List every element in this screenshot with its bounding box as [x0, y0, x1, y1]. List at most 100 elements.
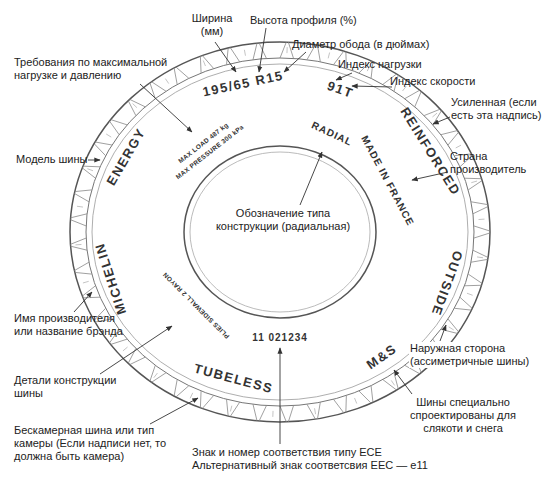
tread-groove [471, 259, 488, 262]
tread-groove [110, 121, 120, 135]
tread-sipe [355, 398, 357, 404]
tread-sipe [77, 206, 83, 208]
leader-lines [74, 28, 450, 444]
tread-groove [473, 206, 488, 213]
tread-groove [468, 181, 482, 190]
rim-edge [184, 146, 376, 318]
tread-groove [83, 166, 100, 168]
tread-groove [202, 55, 213, 68]
leader-line [352, 86, 392, 87]
tread-groove [448, 319, 459, 332]
tread-groove [474, 233, 490, 238]
tread-groove [253, 43, 257, 60]
tread-groove [227, 399, 229, 416]
callout-label: Бескамерная шина или тип камеры (Если на… [14, 424, 190, 463]
callout-label: Обозначение типа конструкции (радиальная… [208, 207, 358, 233]
tread-groove [176, 67, 189, 78]
leader-line [140, 84, 192, 132]
callout-label: Диаметр обода (в дюймах) [292, 38, 429, 51]
leader-line [150, 398, 198, 424]
tread-sipe [123, 347, 128, 351]
leader-line [259, 28, 266, 72]
tread-groove [111, 339, 127, 344]
tread-groove [474, 226, 490, 231]
tread-groove [460, 297, 472, 308]
tread-groove [471, 202, 488, 205]
callout-label: Усиленная (если есть эта надпись) [451, 96, 547, 122]
tread-groove [359, 391, 371, 403]
tread-sipe [479, 219, 485, 220]
callout-label: Высота профиля (%) [250, 14, 357, 27]
tread-sipe [165, 79, 168, 84]
callout-label: Знак и номер соответствия типу ECE Альте… [192, 446, 450, 472]
tread-groove [82, 286, 95, 296]
tread-groove [345, 396, 346, 413]
tread-groove [152, 82, 166, 92]
tread-groove [473, 250, 488, 257]
tread-groove [95, 142, 112, 145]
tread-groove [111, 120, 127, 125]
leader-line [433, 117, 450, 124]
tread-sipe [190, 393, 193, 398]
callout-label: Страна производитель [450, 150, 546, 176]
tread-sipe [391, 380, 394, 385]
tread-groove [74, 262, 89, 270]
tread-groove [94, 144, 106, 156]
tread-groove [150, 365, 155, 381]
tread-sipe [477, 256, 483, 258]
tread-groove [152, 373, 166, 383]
tread-groove [424, 109, 440, 115]
tread-sipe [432, 113, 437, 117]
leader-line [74, 292, 92, 312]
callout-label: Наружная сторона (ассиметричные шины) [409, 342, 547, 368]
tread-sipe [328, 52, 329, 58]
leader-line [336, 73, 352, 80]
tread-groove [280, 406, 286, 422]
callout-label: Шины специально спроектированы для сляко… [404, 396, 522, 435]
tread-groove [202, 396, 213, 409]
leader-line [440, 325, 446, 341]
leader-line [280, 348, 281, 444]
tread-sipe [272, 411, 273, 417]
tread-groove [74, 193, 89, 201]
tread-groove [259, 406, 266, 421]
tread-groove [230, 402, 239, 416]
tread-groove [383, 380, 397, 390]
leader-line [215, 42, 236, 72]
callout-label: Детали конструкции шины [14, 374, 118, 400]
tread-groove [174, 380, 177, 397]
tread-sipe [315, 408, 316, 414]
tread-groove [454, 308, 471, 310]
tread-sipe [467, 293, 473, 295]
tread-groove [317, 402, 320, 419]
tread-groove [405, 90, 420, 99]
tread-sipe [75, 244, 81, 245]
tread-groove [465, 178, 482, 180]
tread-groove [333, 399, 343, 413]
tread-groove [75, 272, 92, 274]
tread-groove [468, 274, 482, 283]
callout-label: Модель шины [16, 153, 88, 166]
tread-groove [82, 168, 95, 178]
tread-groove [75, 190, 92, 192]
callout-label: Индекс нагрузки [338, 58, 422, 71]
tread-groove [70, 220, 86, 226]
callout-label: Имя производителя или название брэнда [14, 312, 132, 338]
tread-sipe [203, 60, 205, 66]
tread-groove [150, 83, 155, 99]
tread-groove [70, 238, 86, 244]
tread-groove [230, 47, 239, 61]
tread-groove [128, 101, 136, 116]
tread-groove [288, 406, 293, 422]
tread-groove [253, 404, 257, 421]
tread-sipe [133, 103, 137, 107]
tread-sipe [106, 134, 111, 137]
tread-groove [227, 48, 229, 65]
tread-sipe [449, 327, 454, 330]
callout-label: Индекс скорости [390, 75, 475, 88]
tread-sipe [471, 181, 477, 183]
tread-groove [441, 131, 458, 135]
callout-label: Требования по максимальной нагрузке и да… [14, 56, 194, 82]
leader-line [284, 52, 306, 72]
tread-sipe [87, 169, 93, 171]
